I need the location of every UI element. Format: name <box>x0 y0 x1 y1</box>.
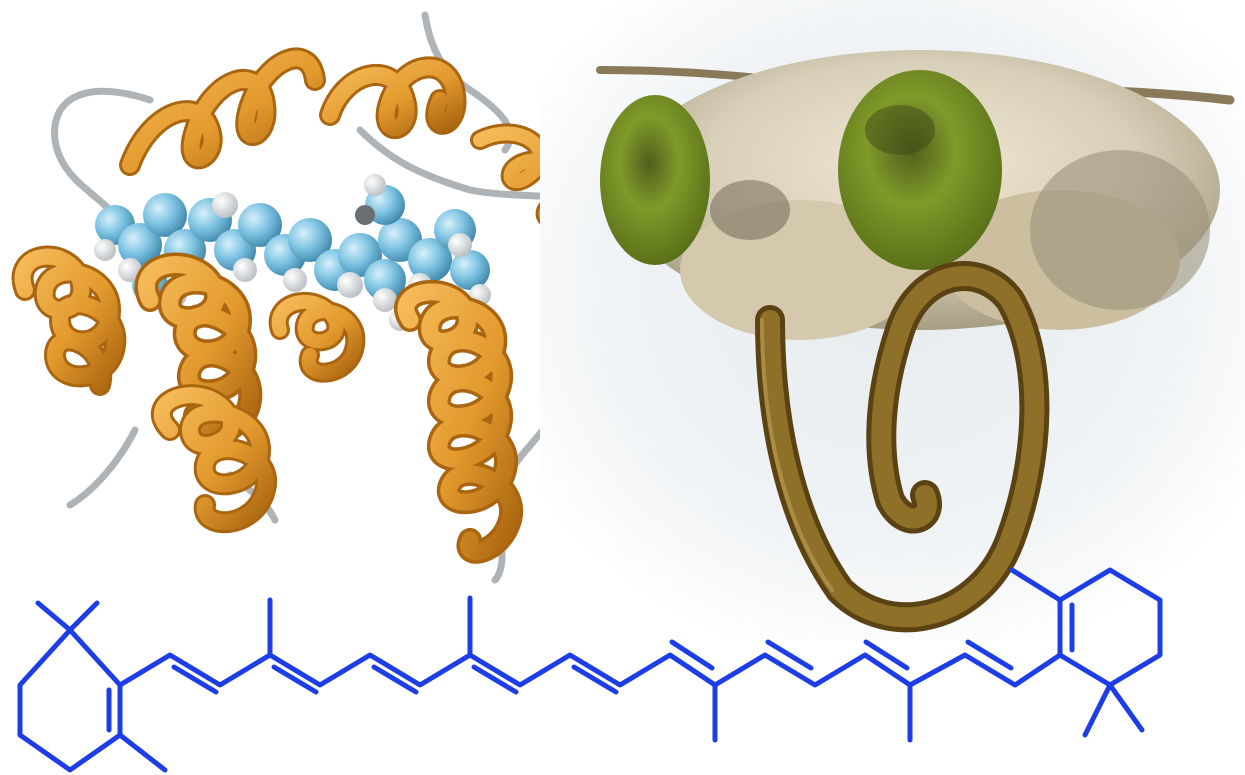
molecule-svg <box>17 567 1163 773</box>
moth-head-photo <box>540 0 1245 640</box>
double-bond-6 <box>669 639 715 671</box>
helix-top-right <box>319 56 467 140</box>
helix-right <box>394 279 524 564</box>
helix-center <box>268 292 366 383</box>
right-methyl-c <box>1107 682 1145 733</box>
double-bond-7 <box>765 639 814 671</box>
left-eye <box>600 95 710 265</box>
double-bond-1 <box>171 664 219 695</box>
right-methyl-b <box>1082 682 1113 738</box>
right-methyl-a <box>1009 567 1063 603</box>
helix-left <box>11 245 127 396</box>
protein-ribbon-svg <box>11 11 634 584</box>
double-bond-2 <box>271 664 319 695</box>
right-ring <box>1057 567 1163 688</box>
right-eye <box>838 70 1002 270</box>
left-methyl-c <box>117 732 168 773</box>
left-methyl-b <box>67 600 100 633</box>
double-bond-4 <box>471 664 519 695</box>
polyene-chain <box>117 652 1063 688</box>
left-methyl-a <box>35 600 73 633</box>
double-bond-5 <box>571 664 619 695</box>
double-bond-9 <box>965 639 1014 671</box>
double-bond-3 <box>371 664 419 695</box>
moth-proboscis <box>755 261 1050 633</box>
carotenoid-skeletal-formula <box>0 550 1245 775</box>
moth-compound-eyes <box>600 70 1002 270</box>
molecule-bonds <box>17 567 1163 773</box>
double-bond-8 <box>863 639 910 671</box>
moth-head-svg <box>540 0 1245 640</box>
helix-center-left <box>134 252 263 445</box>
protein-ribbon-illustration <box>0 0 650 590</box>
helix-top-left <box>119 47 326 176</box>
protein-helices <box>11 47 633 564</box>
helix-bottom-left <box>151 384 277 534</box>
left-ring <box>17 627 123 773</box>
